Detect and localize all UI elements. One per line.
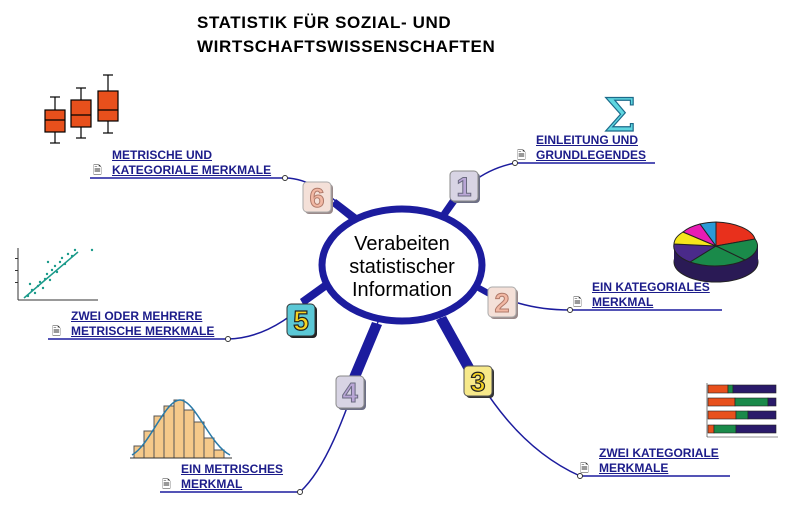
branch-5-line1-text: ZWEI ODER MEHRERE	[71, 309, 203, 323]
boxplot-icon	[44, 74, 119, 144]
number-label-5: 5	[293, 305, 309, 336]
branch-3-line1[interactable]: ZWEI KATEGORIALE	[580, 446, 719, 461]
branch-5-line2-text: METRISCHE MERKMALE	[71, 324, 215, 338]
branch-4-line2[interactable]: 🗎 MERKMAL	[162, 477, 283, 493]
center-text-line2: statistischer	[349, 256, 455, 278]
number-label-1: 1	[456, 172, 471, 202]
branch-3-line2-text: MERKMALE	[599, 461, 669, 475]
branch-2-line2[interactable]: 🗎 MERKMAL	[573, 295, 710, 311]
branch-6-link[interactable]: METRISCHE UND 🗎 KATEGORIALE MERKMALE	[93, 148, 271, 179]
branch-3-link[interactable]: ZWEI KATEGORIALE 🗎 MERKMALE	[580, 446, 719, 477]
connector-dot-2	[567, 307, 573, 313]
branch-1-line2-text: GRUNDLEGENDES	[536, 148, 647, 162]
number-badge-1[interactable]: 1	[449, 170, 480, 203]
title-line2: WIRTSCHAFTSWISSENSCHAFTEN	[197, 37, 496, 56]
scatter-plot-icon	[15, 248, 98, 301]
connector-dot-6	[282, 175, 288, 181]
connector-dot-1	[512, 160, 518, 166]
sigma-icon: Σ	[604, 88, 637, 142]
branch-6-line1[interactable]: METRISCHE UND	[93, 148, 271, 163]
branch-5-line1[interactable]: ZWEI ODER MEHRERE	[52, 309, 214, 324]
number-label-2: 2	[494, 288, 509, 318]
branch-6-line1-text: METRISCHE UND	[112, 148, 213, 162]
connector-5-thick	[300, 281, 329, 306]
central-ellipse	[318, 205, 486, 325]
branch-2-line1[interactable]: EIN KATEGORIALES	[573, 280, 710, 295]
number-badge-3[interactable]: 3	[463, 365, 494, 398]
connector-dot-5	[225, 336, 231, 342]
branch-1-line1[interactable]: EINLEITUNG UND	[517, 133, 646, 148]
pie-chart-icon	[673, 221, 759, 283]
document-icon: 🗎	[573, 297, 582, 309]
number-label-6: 6	[309, 183, 324, 213]
branch-5-link[interactable]: ZWEI ODER MEHRERE 🗎 METRISCHE MERKMALE	[52, 309, 214, 340]
branch-3-line2[interactable]: 🗎 MERKMALE	[580, 461, 719, 477]
branch-5-line2[interactable]: 🗎 METRISCHE MERKMALE	[52, 324, 214, 340]
number-badge-4[interactable]: 4	[335, 375, 366, 410]
number-badge-5[interactable]: 5	[286, 303, 317, 338]
branch-2-line2-text: MERKMAL	[592, 295, 654, 309]
branch-2-line1-text: EIN KATEGORIALES	[592, 280, 710, 294]
number-label-3: 3	[470, 367, 485, 397]
title-line1: STATISTIK FÜR SOZIAL- UND	[197, 13, 452, 32]
connector-dot-4	[297, 489, 303, 495]
branch-4-link[interactable]: EIN METRISCHES 🗎 MERKMAL	[162, 462, 283, 493]
connector-4-thick	[345, 322, 382, 390]
document-icon: 🗎	[580, 463, 589, 475]
center-text-line3: Information	[352, 279, 452, 301]
number-badge-6[interactable]: 6	[302, 181, 333, 214]
document-icon: 🗎	[52, 326, 61, 338]
branch-6-line2[interactable]: 🗎 KATEGORIALE MERKMALE	[93, 163, 271, 179]
connector-6-thick	[331, 199, 357, 221]
number-badge-2[interactable]: 2	[487, 286, 518, 319]
branch-3-line1-text: ZWEI KATEGORIALE	[599, 446, 719, 460]
branch-4-line1[interactable]: EIN METRISCHES	[162, 462, 283, 477]
document-icon: 🗎	[517, 150, 526, 162]
document-icon: 🗎	[93, 165, 102, 177]
branch-1-line1-text: EINLEITUNG UND	[536, 133, 638, 147]
branch-2-link[interactable]: EIN KATEGORIALES 🗎 MERKMAL	[573, 280, 710, 311]
branch-4-line2-text: MERKMAL	[181, 477, 243, 491]
connector-3-thick	[436, 316, 476, 374]
histogram-icon	[130, 399, 232, 459]
branch-6-line2-text: KATEGORIALE MERKMALE	[112, 163, 272, 177]
center-text-line1: Verabeiten	[354, 233, 450, 255]
stacked-bar-icon	[706, 383, 778, 438]
document-icon: 🗎	[162, 479, 171, 491]
page-title: STATISTIK FÜR SOZIAL- UND WIRTSCHAFTSWIS…	[197, 11, 495, 59]
connector-dot-3	[577, 473, 583, 479]
branch-4-line1-text: EIN METRISCHES	[181, 462, 284, 476]
number-label-4: 4	[342, 377, 358, 408]
branch-1-link[interactable]: EINLEITUNG UND 🗎 GRUNDLEGENDES	[517, 133, 646, 164]
branch-1-line2[interactable]: 🗎 GRUNDLEGENDES	[517, 148, 646, 164]
